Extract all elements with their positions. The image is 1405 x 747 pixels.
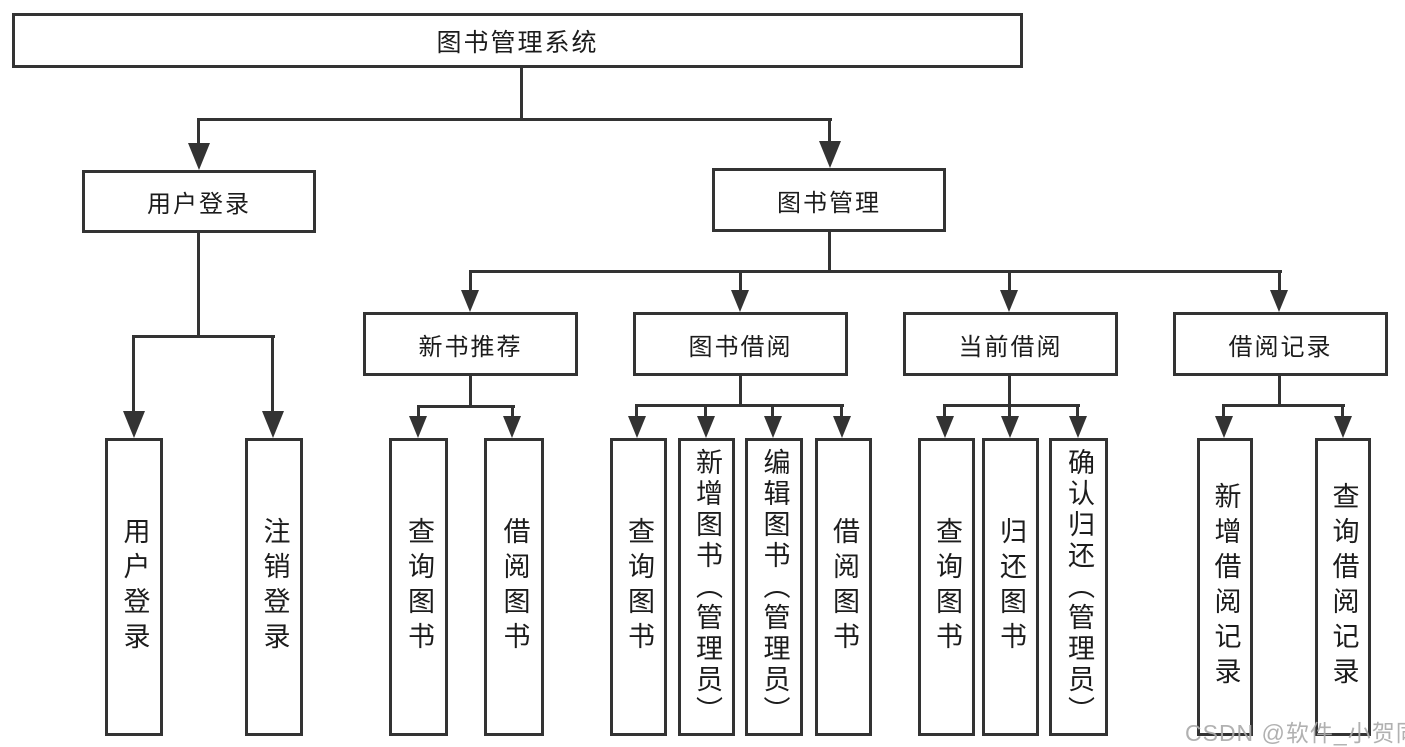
connector-line [1278,376,1281,406]
arrow-down-icon [1215,416,1233,438]
leaf-label: 用户登录 [119,517,150,657]
leaf-label: 新增图书（管理员） [692,447,722,727]
leaf-label: 借阅图书 [499,517,530,657]
arrow-down-icon [731,290,749,312]
node-user-login: 用户登录 [82,170,316,233]
arrow-down-icon [409,416,427,438]
node-new-book-recommend: 新书推荐 [363,312,578,376]
node-root-system: 图书管理系统 [12,13,1023,68]
leaf-add-borrow-record: 新增借阅记录 [1197,438,1253,736]
leaf-label: 确认归还（管理员） [1064,447,1094,727]
leaf-label: 查询借阅记录 [1328,482,1359,692]
connector-line [1341,407,1344,418]
leaf-logout: 注销登录 [245,438,303,736]
connector-line [511,408,514,418]
connector-line [704,407,707,418]
connector-line [1222,404,1345,407]
connector-line [943,404,1080,407]
arrow-down-icon [833,416,851,438]
connector-line [469,273,472,292]
connector-line [469,376,472,407]
connector-line [828,232,831,273]
leaf-query-books-recommend: 查询图书 [389,438,448,736]
connector-line [635,404,844,407]
leaf-borrow-books-recommend: 借阅图书 [484,438,544,736]
connector-line [828,121,831,144]
connector-line [132,338,135,412]
connector-line [271,338,274,412]
connector-line [1222,407,1225,418]
connector-line [739,376,742,406]
node-book-borrowing: 图书借阅 [633,312,848,376]
leaf-label: 归还图书 [996,517,1026,657]
leaf-label: 编辑图书（管理员） [759,447,790,727]
arrow-down-icon [461,290,479,312]
arrow-down-icon [1270,290,1288,312]
connector-line [197,118,832,121]
arrow-down-icon [697,416,715,438]
arrow-down-icon [936,416,954,438]
leaf-label: 查询图书 [404,517,434,657]
leaf-label: 借阅图书 [829,517,859,657]
connector-line [520,67,523,120]
connector-line [1076,407,1079,418]
arrow-down-icon [188,143,210,170]
leaf-edit-books-admin: 编辑图书（管理员） [745,438,803,736]
leaf-return-books: 归还图书 [982,438,1039,736]
csdn-watermark: CSDN @软件_小贺同学 [1185,720,1405,746]
connector-line [635,407,638,418]
connector-line [417,405,515,408]
connector-line [469,270,1282,273]
leaf-label: 新增借阅记录 [1210,482,1241,692]
arrow-down-icon [503,416,521,438]
node-borrow-records: 借阅记录 [1173,312,1388,376]
node-book-management: 图书管理 [712,168,946,232]
connector-line [739,273,742,292]
arrow-down-icon [262,411,284,438]
arrow-down-icon [628,416,646,438]
arrow-down-icon [1000,290,1018,312]
connector-line [197,233,200,337]
leaf-label: 查询图书 [932,517,962,657]
connector-line [417,408,420,418]
connector-line [1008,376,1011,406]
leaf-borrow-books-borrowing: 借阅图书 [815,438,872,736]
arrow-down-icon [764,416,782,438]
arrow-down-icon [123,411,145,438]
arrow-down-icon [819,141,841,168]
leaf-add-books-admin: 新增图书（管理员） [678,438,735,736]
connector-line [197,121,200,146]
node-current-borrowing: 当前借阅 [903,312,1118,376]
arrow-down-icon [1069,416,1087,438]
leaf-label: 注销登录 [259,517,290,657]
connector-line [771,407,774,418]
leaf-confirm-return-admin: 确认归还（管理员） [1049,438,1108,736]
connector-line [1008,407,1011,418]
leaf-label: 查询图书 [624,517,654,657]
leaf-query-books-borrowing: 查询图书 [610,438,667,736]
connector-line [840,407,843,418]
arrow-down-icon [1334,416,1352,438]
connector-line [1008,273,1011,292]
connector-line [132,335,275,338]
leaf-query-borrow-record: 查询借阅记录 [1315,438,1371,736]
connector-line [943,407,946,418]
connector-line [1278,273,1281,292]
leaf-query-books-current: 查询图书 [918,438,975,736]
leaf-user-login: 用户登录 [105,438,163,736]
arrow-down-icon [1001,416,1019,438]
